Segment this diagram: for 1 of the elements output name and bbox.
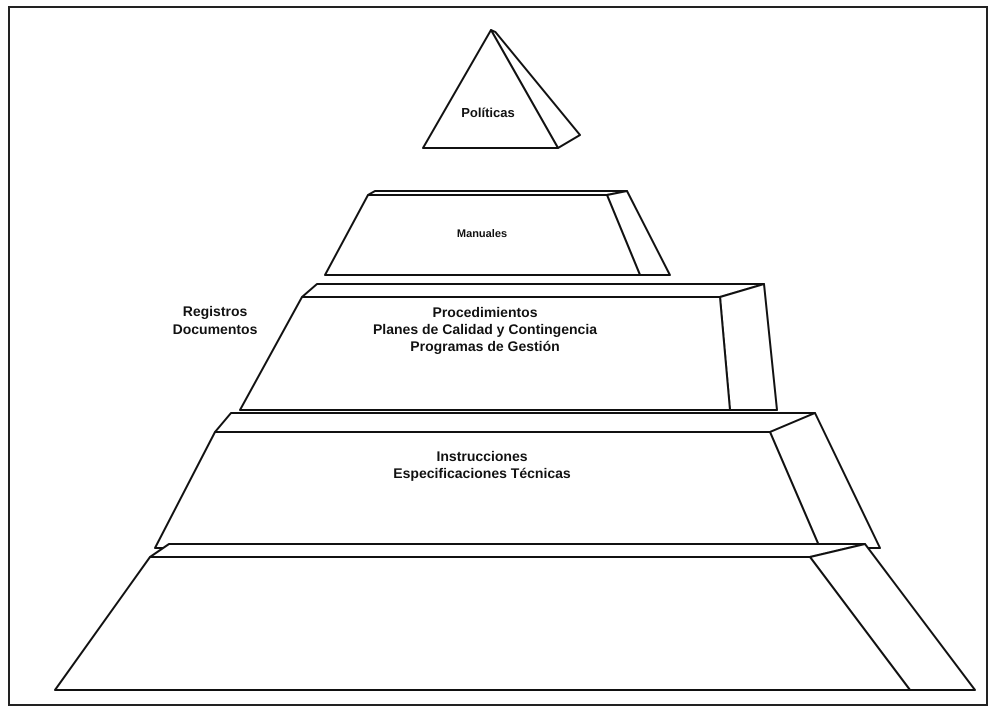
side-label: Registros Documentos [172, 302, 258, 338]
